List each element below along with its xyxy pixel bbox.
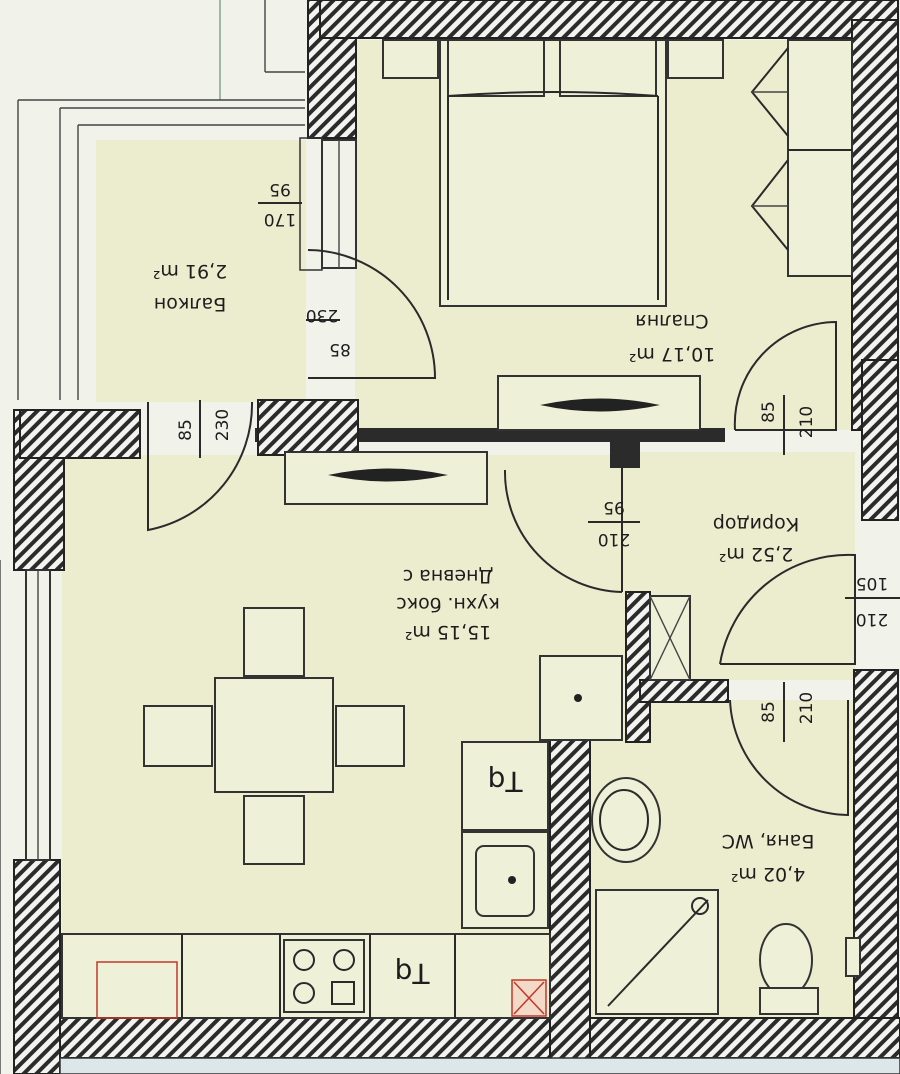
living-door-width: 95: [603, 497, 625, 517]
balcony-name: Балкон: [154, 293, 226, 315]
corridor-area: 2,52 m²: [719, 543, 793, 565]
bedroom-name: Спалня: [635, 310, 708, 332]
cooktop: [283, 939, 365, 1013]
dimension-rules: [199, 202, 900, 742]
walls: [13, 0, 900, 1074]
bedroom-area: 10,17 m²: [629, 343, 716, 365]
bathroom-door-height: 210: [797, 692, 817, 724]
balcony-floor: [96, 140, 306, 402]
dining-table: [214, 677, 334, 793]
opening-labels: 170 95 230 85 85 230 85 210 210 95 210 1…: [176, 179, 888, 724]
living-balcony-door-width: 85: [176, 419, 196, 441]
bedroom-window-height: 170: [264, 209, 296, 229]
living-balcony-door-height: 230: [213, 409, 233, 441]
living-name-line2: кухн. бокс: [396, 593, 500, 615]
living-door-height: 210: [598, 529, 630, 549]
bedroom-door-width: 85: [759, 401, 779, 423]
svg-text:Tq: Tq: [488, 765, 524, 798]
washbasin-icon: [591, 777, 661, 863]
bedroom-furniture: [382, 39, 853, 431]
toilet-icon: [759, 923, 813, 997]
bathroom-area: 4,02 m²: [731, 863, 805, 885]
wardrobe: [787, 39, 853, 277]
bedroom-door-height: 210: [797, 406, 817, 438]
balcony-door-height: 230: [306, 305, 338, 325]
living-furniture: Tq Tq: [61, 451, 623, 1019]
balcony-door-width: 85: [329, 339, 351, 359]
svg-text:Tq: Tq: [395, 957, 431, 990]
exterior-lines: [0, 0, 305, 1074]
bathroom-door-width: 85: [759, 701, 779, 723]
living-name-line1: Дневна с: [403, 565, 494, 587]
entrance-door-height: 210: [856, 609, 888, 629]
bathroom-name: Баня, WC: [722, 830, 815, 852]
room-labels: Балкон 2,91 m² 10,17 m² Спалня 15,15 m² …: [153, 260, 815, 885]
balcony-area: 2,91 m²: [153, 260, 227, 282]
entrance-door-width: 105: [856, 573, 888, 593]
frame-lines: [25, 137, 900, 1074]
corridor-name: Коридор: [713, 513, 799, 535]
doors: [147, 249, 856, 817]
bedroom-window-width: 95: [269, 179, 291, 199]
bathroom-furniture: [591, 595, 861, 1015]
living-area: 15,15 m²: [405, 621, 492, 643]
